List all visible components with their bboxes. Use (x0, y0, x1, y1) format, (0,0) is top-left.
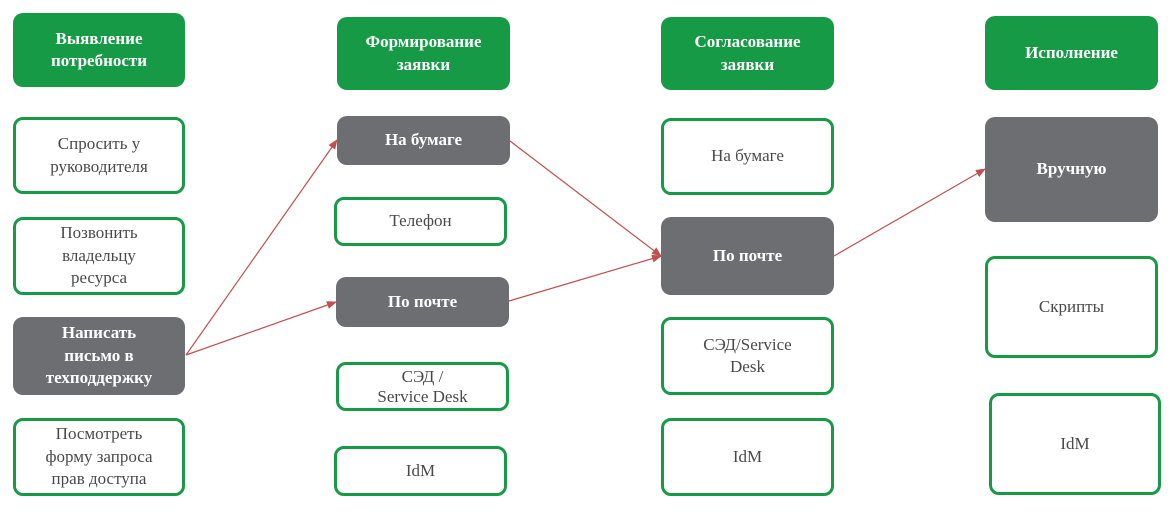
arrow-email-support-to-email (185, 301, 337, 356)
column-header-request-creation: Формирование заявки (337, 17, 510, 90)
step-option-email-support: Написать письмо в техподдержку (13, 317, 185, 395)
column-header-request-approval: Согласование заявки (661, 17, 834, 90)
step-option-scripts: Скрипты (985, 256, 1158, 358)
step-option-by-email: По почте (661, 217, 834, 295)
step-option-ask-manager: Спросить у руководителя (13, 117, 185, 194)
step-option-label: IdM (1060, 433, 1090, 453)
step-option-by-email: По почте (336, 277, 509, 327)
column-header-label: Формирование заявки (365, 32, 482, 74)
step-option-on-paper: На бумаге (661, 118, 834, 195)
step-option-edms-service-desk: СЭД / Service Desk (336, 362, 509, 411)
step-option-label: По почте (712, 245, 783, 265)
step-option-label: СЭД / Service Desk (377, 366, 468, 406)
column-header-label: Исполнение (1025, 42, 1118, 62)
step-option-label: На бумаге (711, 146, 784, 166)
arrow-paper-to-approval-email (509, 140, 662, 257)
column-header-need-identification: Выявление потребности (13, 13, 185, 87)
column-header-execution: Исполнение (985, 16, 1158, 90)
step-option-idm: IdM (334, 446, 507, 496)
arrow-email-support-to-paper (185, 139, 338, 356)
arrow-email-to-approval-email (508, 254, 662, 302)
step-option-edms-service-desk: СЭД/Service Desk (661, 317, 834, 395)
arrow-approval-email-to-manually (833, 168, 986, 257)
step-option-phone: Телефон (334, 197, 507, 246)
step-option-label: Позвонить владельцу ресурса (60, 223, 138, 288)
step-option-label: IdM (732, 446, 763, 466)
column-header-label: Согласование заявки (694, 32, 801, 74)
step-option-label: Написать письмо в техподдержку (45, 323, 153, 388)
step-option-call-resource-owner: Позвонить владельцу ресурса (13, 217, 185, 295)
step-option-label: Скрипты (1038, 296, 1105, 316)
step-option-on-paper: На бумаге (337, 116, 510, 165)
step-option-label: Посмотреть форму запроса прав доступа (45, 424, 153, 489)
step-option-idm: IdM (989, 393, 1161, 495)
column-header-label: Выявление потребности (50, 28, 148, 70)
step-option-label: IdM (405, 460, 436, 480)
step-option-label: По почте (387, 291, 458, 311)
step-option-label: Спросить у руководителя (50, 134, 148, 176)
step-option-idm: IdM (661, 418, 834, 496)
step-option-label: СЭД/Service Desk (703, 334, 792, 376)
step-option-label: На бумаге (384, 130, 463, 150)
step-option-manually: Вручную (985, 117, 1158, 222)
step-option-view-request-form: Посмотреть форму запроса прав доступа (13, 418, 185, 496)
step-option-label: Телефон (389, 211, 452, 231)
step-option-label: Вручную (1036, 159, 1107, 179)
